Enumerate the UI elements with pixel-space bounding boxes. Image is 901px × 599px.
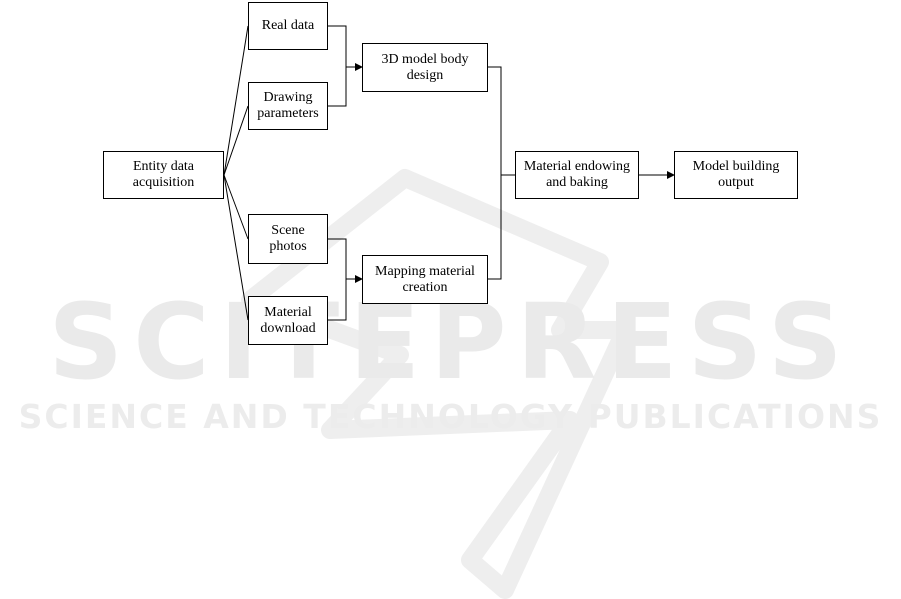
- node-entity-data-acquisition: Entity data acquisition: [103, 151, 224, 199]
- node-3d-model-body-design: 3D model body design: [362, 43, 488, 92]
- bracket-scene-material: [328, 239, 346, 320]
- bracket-real-drawing: [328, 26, 346, 106]
- node-model-building-output: Model building output: [674, 151, 798, 199]
- link-entity-material-download: [224, 175, 248, 320]
- node-drawing-parameters: Drawing parameters: [248, 82, 328, 130]
- node-mapping-material-creation: Mapping material creation: [362, 255, 488, 304]
- link-entity-real: [224, 26, 248, 175]
- link-entity-drawing: [224, 106, 248, 175]
- link-entity-scene: [224, 175, 248, 239]
- bracket-model-mapping: [488, 67, 501, 279]
- node-scene-photos: Scene photos: [248, 214, 328, 264]
- node-real-data: Real data: [248, 2, 328, 50]
- node-material-download: Material download: [248, 296, 328, 345]
- node-material-endowing-baking: Material endowing and baking: [515, 151, 639, 199]
